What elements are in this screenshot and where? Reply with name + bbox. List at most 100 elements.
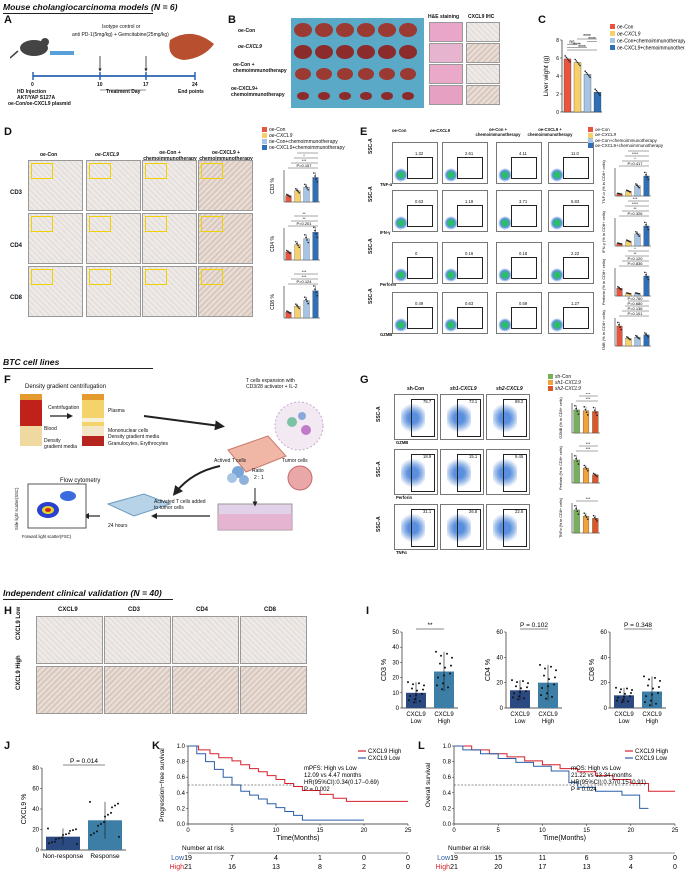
data-point — [584, 408, 587, 411]
flow-density — [498, 168, 512, 182]
data-point — [620, 328, 622, 331]
sig-label: * — [303, 153, 305, 158]
gate-value: 0 — [415, 251, 418, 256]
legend-g: sh-Con sh1-CXCL9 sh2-CXCL9 — [548, 374, 581, 392]
risk-value: 0 — [406, 864, 410, 871]
data-point — [629, 241, 631, 243]
data-point — [296, 304, 298, 307]
data-point — [525, 690, 527, 693]
h-col-4: CD8 — [264, 607, 277, 613]
data-point — [575, 507, 577, 510]
risk-value: 13 — [272, 864, 280, 871]
gate — [457, 454, 481, 492]
data-point — [316, 294, 318, 297]
data-point — [577, 463, 580, 465]
flow-plot: 75.7 — [394, 394, 438, 440]
ihc-tile — [86, 266, 141, 317]
liver-specimen — [315, 23, 333, 37]
gate — [511, 257, 537, 279]
data-point — [305, 185, 307, 187]
ihc-tile — [466, 43, 500, 63]
stat-text: P = 0.002 — [304, 787, 330, 793]
flow-plot: 11.0 — [548, 142, 594, 184]
data-point — [636, 232, 638, 234]
sig-label: * — [303, 152, 305, 153]
y-tick-label: 0 — [36, 848, 40, 854]
liver-specimen — [379, 68, 395, 80]
zoom-box — [89, 216, 111, 232]
data-point — [649, 704, 651, 707]
data-point — [645, 695, 647, 698]
y-axis-label: CD3 % — [270, 178, 276, 194]
data-point — [314, 288, 316, 290]
risk-header: Number at risk — [448, 845, 491, 852]
g-bar-charts: GZMB (% in CD8+ cells)******Perforin (% … — [559, 393, 600, 538]
flow-plot: 15.1 — [440, 449, 484, 495]
gate — [457, 205, 483, 227]
d-col-2: oe-CXCL9 — [95, 152, 119, 158]
sig-label: *** — [302, 158, 307, 163]
gate — [511, 157, 537, 179]
flow-density — [444, 268, 458, 282]
data-point — [657, 692, 659, 695]
y-tick-label: 0.6 — [177, 775, 186, 781]
risk-value: 17 — [539, 864, 547, 871]
survival-curve — [188, 745, 364, 821]
x-tick-label: Response — [90, 853, 120, 860]
risk-row-label: Low — [437, 855, 451, 862]
liver-specimen — [339, 92, 351, 100]
flow-density — [493, 401, 517, 435]
data-point — [541, 686, 543, 689]
liver-specimen — [399, 23, 417, 37]
data-point — [620, 193, 622, 195]
sig-label: ns — [569, 40, 575, 46]
data-point — [586, 414, 589, 416]
data-point — [289, 252, 291, 255]
panel-label-h: H — [4, 605, 12, 617]
y-tick-label: 10 — [392, 691, 399, 697]
h-col-2: CD3 — [128, 607, 141, 613]
y-tick-label: 20 — [392, 676, 399, 682]
risk-value: 7 — [230, 855, 234, 862]
risk-header: Number at risk — [182, 845, 225, 852]
liver-specimen — [360, 92, 372, 100]
data-point — [637, 233, 639, 236]
data-point — [313, 226, 315, 229]
flow-plot: 1.27 — [548, 292, 594, 334]
ihc-tile — [142, 160, 197, 211]
gate — [411, 399, 435, 437]
data-point — [407, 681, 409, 684]
x-tick-label: 0 — [452, 828, 456, 834]
data-point — [439, 662, 441, 665]
gate — [457, 307, 483, 329]
data-point — [629, 338, 631, 341]
f-centrifugation: Centrifugation — [48, 405, 80, 411]
gate — [407, 205, 433, 227]
ihc-tile — [198, 266, 253, 317]
zoom-box — [89, 163, 111, 179]
data-point — [577, 513, 580, 515]
gate-value: 4.11 — [519, 151, 527, 156]
data-point — [551, 695, 553, 698]
risk-value: 15 — [494, 855, 502, 862]
legend-swatch — [610, 24, 615, 29]
zoom-box — [31, 163, 53, 179]
timeline-text-top: Isotype control or — [102, 24, 141, 30]
y-tick-label: 8 — [556, 38, 559, 44]
liver-specimen — [378, 23, 396, 37]
ihc-tile — [28, 160, 83, 211]
well-plate-icon — [106, 493, 172, 517]
data-point — [645, 274, 647, 276]
data-point — [635, 183, 637, 185]
sig-label: * — [634, 156, 636, 161]
ssc-axis-label: SSC-A — [368, 238, 374, 254]
x-tick-label: 5 — [230, 828, 234, 834]
zoom-box — [89, 269, 111, 285]
data-point — [576, 61, 579, 64]
d-col-3: oe-Con + chemoimmunotherapy — [143, 150, 197, 162]
sig-label: *** — [302, 274, 307, 279]
data-point — [526, 686, 528, 689]
x-tick-label: CXCL9 — [510, 712, 530, 718]
gate-value: 0.16 — [465, 251, 474, 256]
